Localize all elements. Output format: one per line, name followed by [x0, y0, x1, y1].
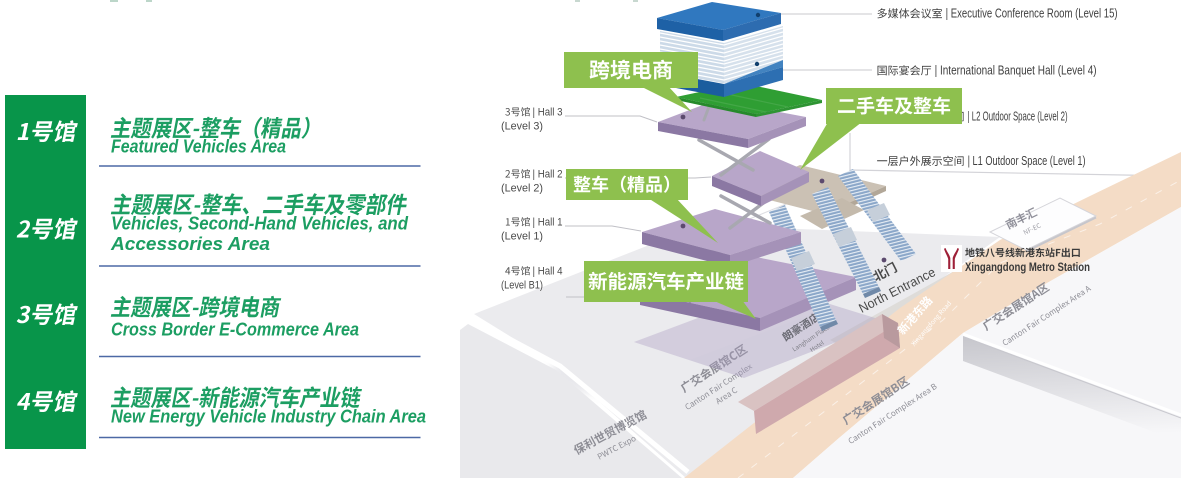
svg-text:| Executive Conference Room (L: | Executive Conference Room (Level 15): [946, 7, 1118, 21]
svg-text:| L1 Outdoor Space (Level 1): | L1 Outdoor Space (Level 1): [968, 154, 1086, 168]
svg-text:| Hall 1: | Hall 1: [533, 217, 563, 229]
svg-text:| Hall 4: | Hall 4: [533, 266, 563, 278]
svg-text:Accessories Area: Accessories Area: [110, 234, 270, 254]
svg-text:(Level 3): (Level 3): [501, 121, 543, 133]
svg-text:(Level B1): (Level B1): [501, 280, 543, 292]
svg-text:New Energy Vehicle Industry Ch: New Energy Vehicle Industry Chain Area: [111, 407, 426, 427]
svg-text:| L2 Outdoor Space (Level 2): | L2 Outdoor Space (Level 2): [968, 110, 1068, 124]
svg-text:Featured Vehicles Area: Featured Vehicles Area: [111, 137, 286, 157]
svg-text:| Hall 2: | Hall 2: [533, 169, 563, 181]
svg-text:Vehicles, Second-Hand Vehicles: Vehicles, Second-Hand Vehicles, and: [111, 214, 409, 234]
svg-text:Xingangdong Metro Station: Xingangdong Metro Station: [965, 260, 1090, 274]
svg-text:| International Banquet Hall (: | International Banquet Hall (Level 4): [935, 64, 1097, 78]
svg-text:Cross Border E-Commerce Area: Cross Border E-Commerce Area: [111, 320, 359, 340]
svg-text:(Level 2): (Level 2): [501, 183, 543, 195]
svg-text:| Hall 3: | Hall 3: [533, 107, 563, 119]
svg-text:(Level 1): (Level 1): [501, 231, 543, 243]
